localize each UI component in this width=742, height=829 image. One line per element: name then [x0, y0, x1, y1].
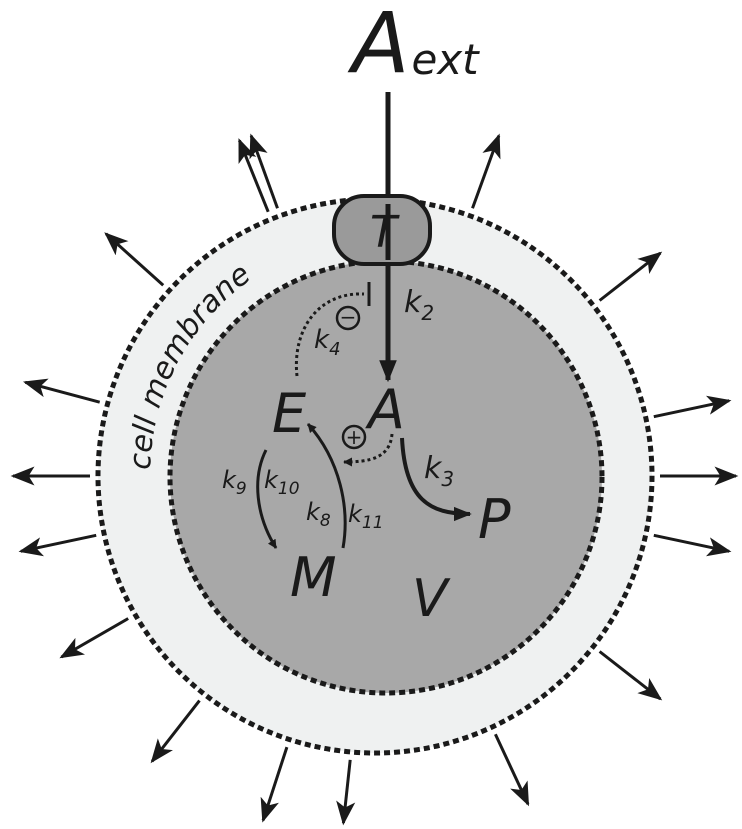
aext-label: Aext [347, 0, 480, 92]
efflux-arrow [59, 617, 129, 659]
rate-k9: k9 [222, 466, 247, 499]
reaction-arrow-M-E [306, 423, 347, 549]
efflux-arrow [260, 746, 289, 823]
rate-k3: k3 [424, 451, 454, 491]
efflux-arrow [249, 133, 279, 209]
rate-k11: k11 [348, 500, 384, 533]
rate-k10: k10 [264, 466, 300, 499]
species-M: M [290, 546, 337, 609]
efflux-arrow [494, 733, 530, 807]
efflux-arrow [18, 533, 97, 557]
inhibition-symbol: − [340, 305, 357, 329]
efflux-arrow [336, 759, 356, 826]
rate-k2: k2 [404, 285, 434, 325]
inhibition-path [294, 292, 365, 377]
efflux-arrow [104, 232, 165, 287]
reaction-arrow-A-P [400, 437, 472, 522]
activation-path [343, 433, 394, 467]
species-E: E [272, 382, 307, 445]
efflux-arrow [653, 533, 732, 557]
reaction-arrow-E-M [256, 449, 278, 549]
efflux-arrow [653, 395, 732, 419]
inhibition-symbol-circle [335, 305, 361, 331]
efflux-arrow [22, 378, 101, 404]
efflux-arrow [238, 138, 270, 213]
rate-k4: k4 [314, 325, 341, 360]
efflux-arrow [471, 133, 501, 209]
activation-symbol-circle [341, 424, 367, 450]
rate-k8: k8 [306, 498, 331, 531]
efflux-arrow [150, 699, 201, 764]
efflux-arrow [598, 650, 663, 701]
activation-symbol: + [346, 425, 363, 449]
efflux-arrow [598, 251, 663, 302]
transporter-label: T [370, 207, 400, 258]
species-P: P [478, 488, 511, 551]
species-A: A [365, 378, 405, 441]
efflux-arrows [10, 133, 739, 826]
cell-interior [167, 258, 605, 696]
transporter-shape [332, 194, 432, 266]
species-V: V [412, 569, 451, 629]
